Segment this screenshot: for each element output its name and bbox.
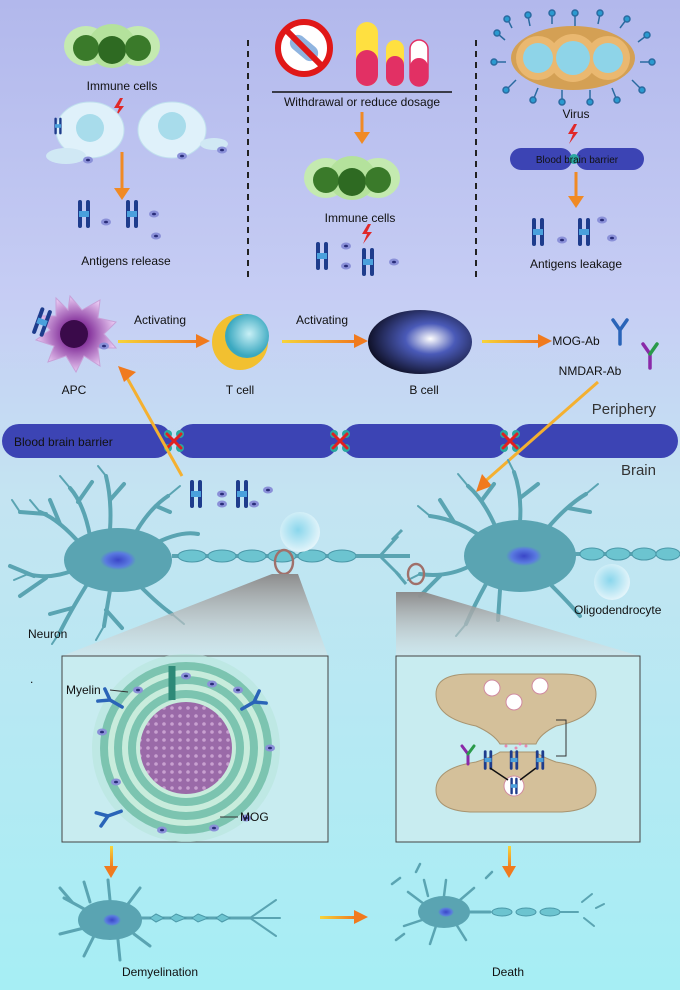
activating-label-2: Activating [296, 313, 348, 327]
immune-cells-label-2: Immune cells [325, 211, 396, 225]
synapse-inset [395, 655, 641, 843]
oligodendrocyte-icon [280, 512, 320, 552]
activating-label-1: Activating [134, 313, 186, 327]
virus-label: Virus [562, 107, 589, 121]
myelin-inset: . Myelin MOG [30, 654, 329, 843]
target-cell-left [46, 101, 125, 164]
arrow-to-demyelination [104, 846, 118, 878]
antigens-leakage-label: Antigens leakage [530, 257, 622, 271]
test-tube-icon [356, 22, 429, 87]
arrow-brain-to-apc [118, 366, 184, 477]
stray-dot: . [30, 672, 33, 686]
dying-neuron-icon [390, 862, 605, 946]
immune-cells-icon [304, 156, 400, 200]
arrow-bcell-to-antibody [482, 334, 552, 348]
mog-label: MOG [240, 810, 269, 824]
arrow-demyelination-to-death [320, 910, 368, 924]
no-drug-icon [275, 19, 333, 77]
target-cell-right [137, 101, 228, 160]
immune-cells-label: Immune cells [87, 79, 158, 93]
myelin-label: Myelin [66, 683, 101, 697]
death-label: Death [492, 965, 524, 979]
mini-blood-brain-barrier: Blood brain barrier [510, 148, 644, 170]
arrow-apc-to-tcell [118, 334, 210, 348]
neuron-icon [406, 459, 680, 637]
tcell-label: T cell [226, 383, 254, 397]
b-cell-icon [368, 310, 472, 374]
mog-ab-label: MOG-Ab [552, 334, 600, 348]
antibody-icon [641, 342, 659, 370]
blood-brain-barrier: Blood brain barrier [2, 424, 678, 458]
zoom-wedge-right [396, 592, 640, 656]
myelin-cross-section-icon [92, 654, 280, 842]
neuron-label: Neuron [28, 627, 67, 641]
apc-label: APC [62, 383, 87, 397]
arrow-antibody-to-brain [476, 380, 599, 492]
mini-bbb-label: Blood brain barrier [536, 155, 619, 166]
myelinated-axon [172, 528, 410, 585]
neuron-icon [8, 465, 200, 645]
t-cell-icon [212, 314, 269, 370]
arrow-to-death [502, 846, 516, 878]
nmdar-ab-label: NMDAR-Ab [559, 364, 622, 378]
immune-cells-icon [64, 24, 160, 68]
panel-virus: Virus Blood brain barrier Antigens leaka… [490, 9, 656, 271]
panel-withdrawal: Withdrawal or reduce dosage Immune cells [272, 19, 452, 276]
bcell-label: B cell [409, 383, 438, 397]
virus-icon [490, 9, 656, 106]
oligodendrocyte-icon [594, 564, 630, 600]
demyelinated-neuron-icon [58, 878, 281, 962]
brain-label: Brain [621, 462, 656, 479]
zoom-wedge-left [62, 574, 328, 656]
bbb-label: Blood brain barrier [14, 435, 113, 449]
arrow-tcell-to-bcell [282, 334, 368, 348]
panel-immune-release: Immune cells Antigens release [46, 24, 228, 268]
periphery-label: Periphery [592, 401, 657, 418]
antigens-release-label: Antigens release [81, 254, 171, 268]
apc-cell-icon [31, 294, 118, 374]
demyelination-label: Demyelination [122, 965, 198, 979]
withdrawal-label: Withdrawal or reduce dosage [284, 95, 440, 109]
oligodendrocyte-label: Oligodendrocyte [574, 603, 662, 617]
